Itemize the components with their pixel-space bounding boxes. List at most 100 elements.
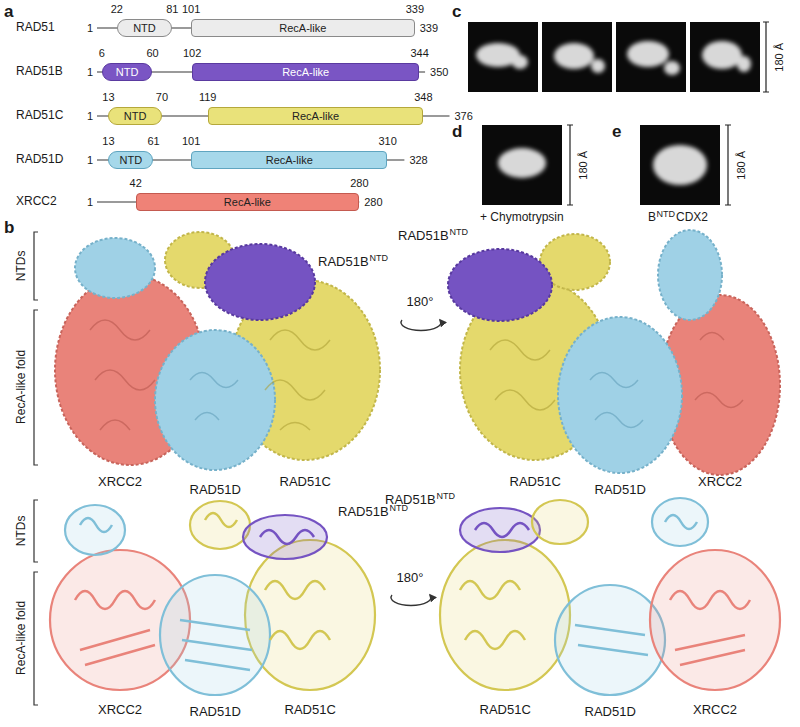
protein-name: RAD51C <box>16 109 63 123</box>
density-map <box>205 244 315 320</box>
structure-label: RAD51B <box>338 505 389 520</box>
class-average-image <box>468 22 538 92</box>
structure-label: XRCC2 <box>698 475 742 490</box>
cartoon-model <box>65 505 125 555</box>
cartoon-model <box>50 501 375 695</box>
particle-density <box>702 41 742 69</box>
residue-number: 280 <box>350 177 368 190</box>
residue-number: 350 <box>430 66 448 79</box>
cartoon-model <box>532 500 588 544</box>
residue-number: 1 <box>87 154 93 167</box>
residue-number: 1 <box>87 110 93 123</box>
structure-label: 180° <box>397 571 424 586</box>
density-map <box>448 230 780 475</box>
particle-density <box>737 56 751 72</box>
structure-label: RAD51D <box>190 483 241 498</box>
domain-label: NTD <box>124 111 147 122</box>
density-map <box>75 238 155 298</box>
particle-density <box>653 145 707 185</box>
reca-domain: RecA-like <box>191 151 387 169</box>
class-average-image <box>542 22 612 92</box>
axis-label: NTDs <box>15 251 29 282</box>
reca-domain: RecA-like <box>192 63 419 81</box>
density-map <box>658 230 722 320</box>
axis-label: RecA-like fold <box>15 601 29 675</box>
cartoon-model <box>160 575 270 695</box>
residue-number: 42 <box>130 177 142 190</box>
structure-label: + Chymotrypsin <box>480 211 564 225</box>
axis-label: NTDs <box>15 516 29 547</box>
structure-label: RAD51D <box>190 705 241 720</box>
panel-letter: b <box>4 218 14 238</box>
domain-bracket <box>34 572 38 705</box>
density-texture <box>90 320 330 430</box>
structure-label: 180° <box>407 295 434 310</box>
residue-number: 339 <box>420 22 438 35</box>
density-texture <box>90 320 155 430</box>
density-texture <box>265 330 330 430</box>
cartoon-helix <box>80 518 112 532</box>
domain-label: NTD <box>133 23 156 34</box>
residue-number: 61 <box>147 135 159 148</box>
density-texture <box>490 340 555 410</box>
scale-bar <box>763 22 769 92</box>
protein-name: RAD51B <box>16 65 63 79</box>
domain-bracket <box>34 232 38 300</box>
structure-label: RAD51C <box>280 475 331 490</box>
residue-number: 280 <box>364 196 382 209</box>
residue-number: 60 <box>146 47 158 60</box>
cartoon-helix <box>205 513 237 527</box>
residue-number: 13 <box>102 91 114 104</box>
residue-number: 376 <box>455 110 473 123</box>
scale-bar <box>725 125 731 205</box>
axis-label: RecA-like fold <box>15 350 29 424</box>
structure-label: RAD51D <box>595 483 646 498</box>
density-map <box>558 317 682 473</box>
particle-density <box>627 41 669 67</box>
protein-name: RAD51D <box>16 153 63 167</box>
particle-density <box>554 43 594 69</box>
structure-label: XRCC2 <box>98 475 142 490</box>
scale-bar <box>567 22 769 205</box>
domain-label: RecA-like <box>279 23 326 34</box>
cartoon-helix <box>670 591 750 665</box>
ntd-domain: NTD <box>108 107 162 125</box>
particle-density <box>512 55 528 69</box>
residue-number: 6 <box>99 47 105 60</box>
axis-label: 180 Å <box>577 150 590 179</box>
cartoon-model <box>440 540 570 690</box>
protein-name: RAD51 <box>16 21 55 35</box>
panel-letter: d <box>452 122 462 142</box>
residue-number: 119 <box>199 91 217 104</box>
residue-number: 328 <box>409 154 427 167</box>
rotation-arrow <box>401 320 441 330</box>
structure-label: RAD51B <box>318 255 369 270</box>
domain-label: NTD <box>120 155 143 166</box>
domain-label: NTD <box>116 67 139 78</box>
particle-density <box>591 59 605 73</box>
residue-number: 102 <box>183 47 201 60</box>
structure-label: XRCC2 <box>693 703 737 718</box>
residue-number: 1 <box>87 22 93 35</box>
axis-label: 180 Å <box>735 150 748 179</box>
residue-number: 1 <box>87 196 93 209</box>
structure-label: NTD <box>370 253 389 263</box>
class-average-image <box>468 22 760 205</box>
structure-label: XRCC2 <box>98 703 142 718</box>
panel-letter: a <box>4 2 13 22</box>
cartoon-model <box>243 515 327 559</box>
structure-label: NTD <box>437 491 456 501</box>
structure-label: RAD51B <box>398 229 449 244</box>
cartoon-helix <box>460 515 750 665</box>
ntd-domain: NTD <box>102 63 153 81</box>
domain-label: RecA-like <box>292 111 339 122</box>
domain-bracket <box>34 500 38 562</box>
structure-label: B <box>648 211 656 225</box>
cartoon-model <box>190 501 250 549</box>
residue-number: 81 <box>166 3 178 16</box>
protein-name: XRCC2 <box>16 195 57 209</box>
residue-number: 13 <box>102 135 114 148</box>
class-average-image <box>690 22 760 92</box>
domain-label: RecA-like <box>266 155 313 166</box>
structure-label: RAD51C <box>285 703 336 718</box>
